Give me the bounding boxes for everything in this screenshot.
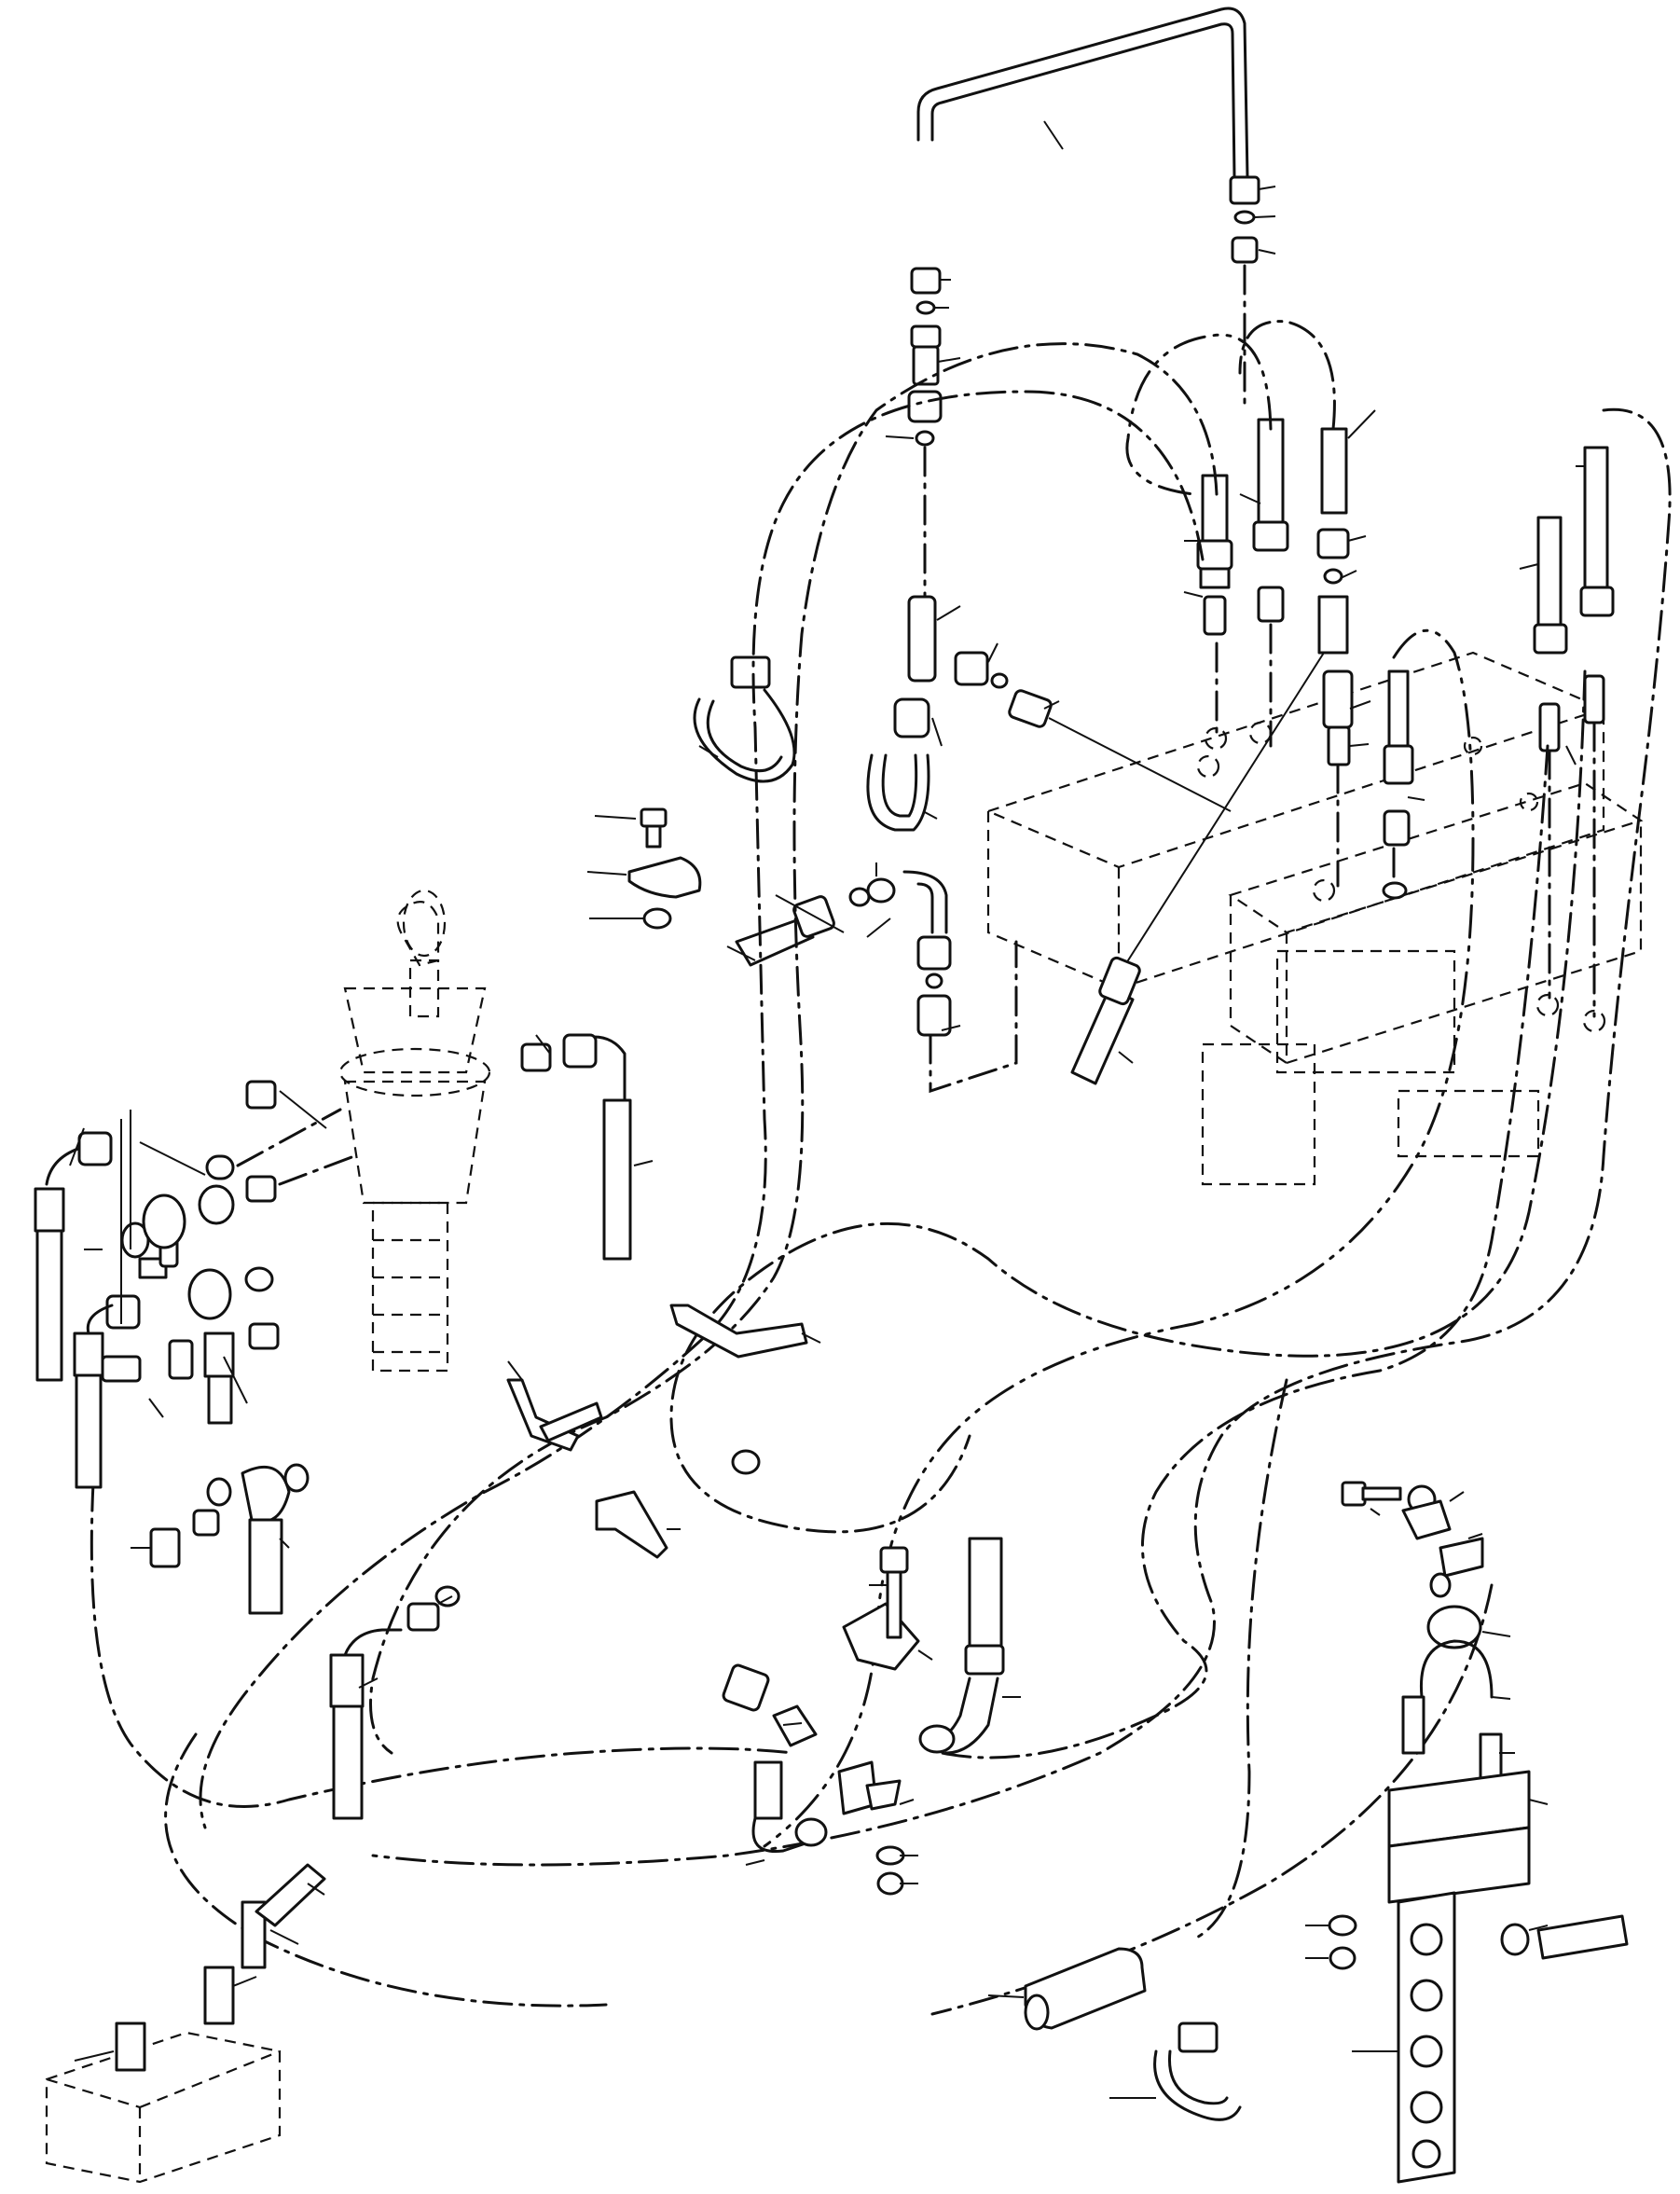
eye-fittings-lower-left: [131, 1463, 461, 1820]
hose-group-right: [1519, 446, 1615, 1018]
pilot-valve-fittings: [139, 1033, 654, 1350]
band-strap-upper: [693, 655, 796, 783]
control-lever-assembly: [338, 889, 491, 1373]
diagonal-hose-center-right: [1070, 652, 1325, 1085]
main-control-valve: [985, 651, 1644, 1186]
secondary-valve-bottom-left: [45, 1863, 326, 2184]
hoses-far-left: [34, 1110, 248, 1489]
t-bracket-assembly: [1305, 1605, 1629, 2184]
bolt-clamp-nut-mid: [586, 807, 702, 930]
tee-fitting-center: [907, 595, 1232, 812]
mounting-brackets: [506, 1304, 933, 1671]
fitting-stack-top-left: [885, 267, 961, 599]
fittings-center-bottom: [722, 1537, 1021, 1896]
sleeve-and-strap-bottom: [987, 1947, 1242, 2121]
u-tube-center: [866, 697, 943, 832]
clamp-bolt-right: [1341, 1481, 1484, 1598]
fittings-right-middle: [1382, 669, 1425, 900]
hose-routes: [90, 320, 1672, 2016]
angled-fittings-center: [726, 862, 1018, 1094]
steel-tube-top: [916, 7, 1249, 179]
fitting-stack-top-right: [1229, 175, 1276, 412]
